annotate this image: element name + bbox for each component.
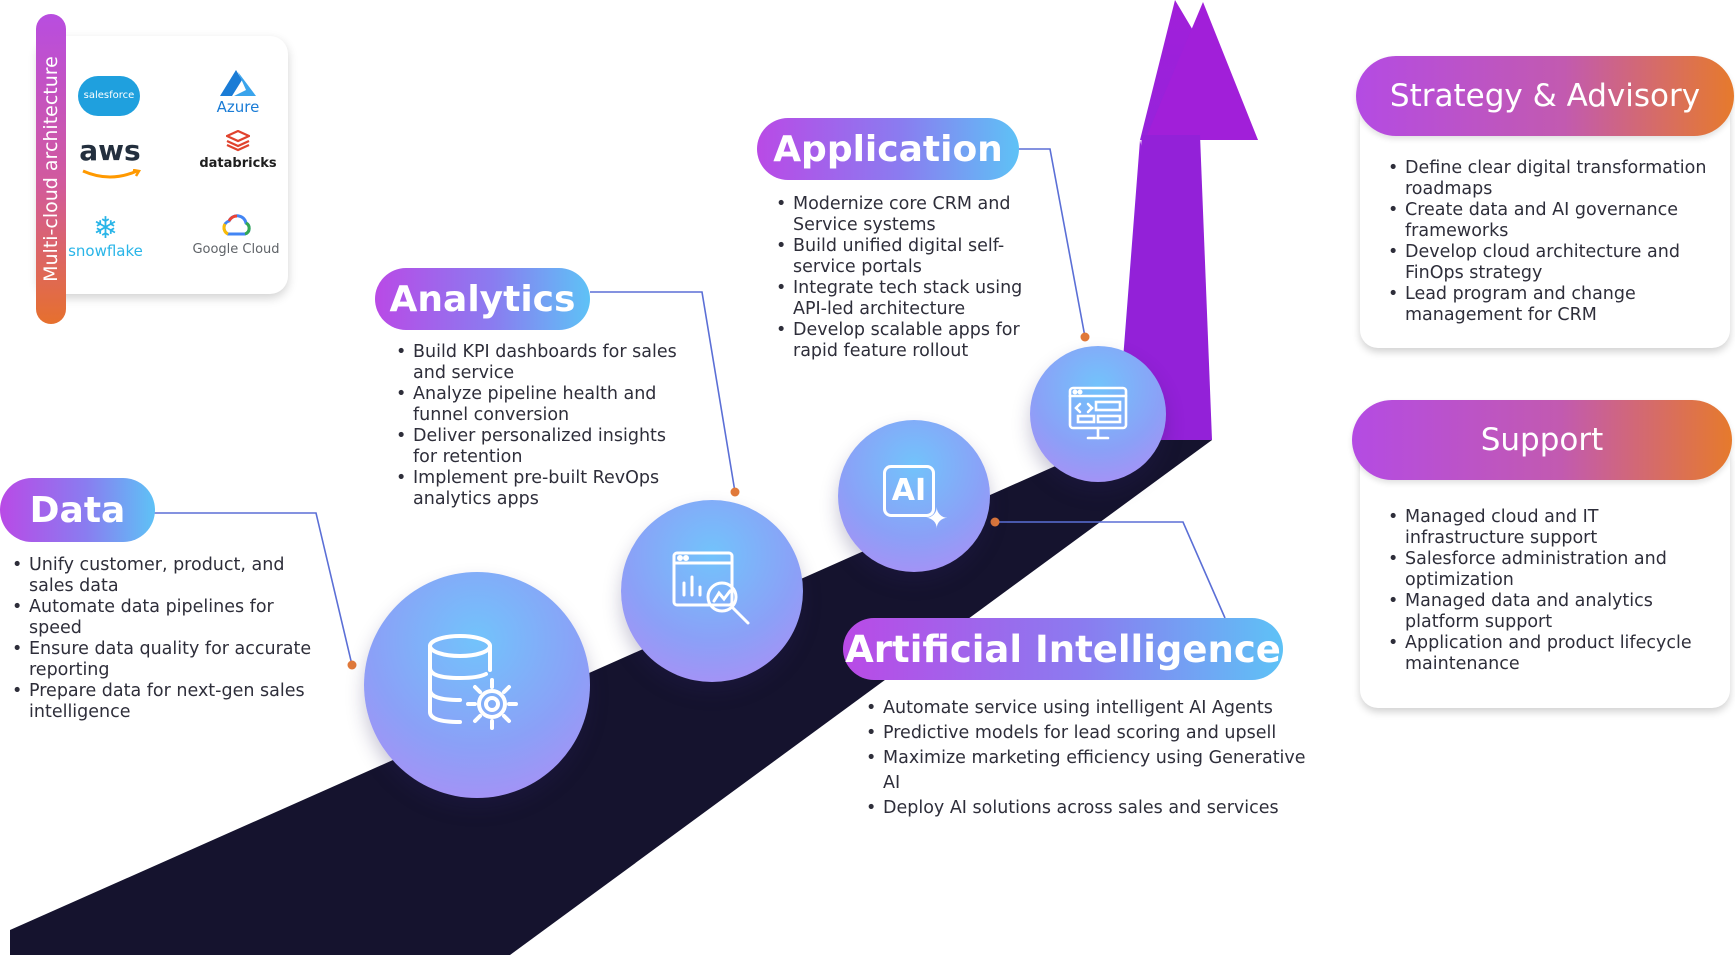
list-item: Unify customer, product, and sales data <box>12 555 312 597</box>
data-list: Unify customer, product, and sales data … <box>12 555 312 723</box>
list-item: Automate data pipelines for speed <box>12 597 312 639</box>
list-item: Deliver personalized insights for retent… <box>396 426 686 468</box>
azure-icon <box>220 70 256 96</box>
ai-sparkle-icon: AI ✦ <box>879 461 949 535</box>
salesforce-logo: salesforce <box>78 76 144 116</box>
list-item: Analyze pipeline health and funnel conve… <box>396 384 686 426</box>
application-pill: Application <box>757 118 1019 180</box>
analytics-magnifier-icon <box>672 551 750 625</box>
list-item: Integrate tech stack using API-led archi… <box>776 278 1056 320</box>
list-item: Deploy AI solutions across sales and ser… <box>866 796 1306 821</box>
application-circle <box>1030 346 1166 482</box>
snowflake-icon: ❄ <box>92 211 119 246</box>
connector-dots <box>347 332 1090 670</box>
aws-smile-icon <box>82 168 142 179</box>
list-item: Managed data and analytics platform supp… <box>1388 591 1718 633</box>
ai-circle: AI ✦ <box>838 420 990 572</box>
support-pill: Support <box>1352 400 1732 480</box>
google-cloud-logo: Google Cloud <box>181 212 291 264</box>
strategy-list: Define clear digital transformation road… <box>1388 158 1718 326</box>
list-item: Build KPI dashboards for sales and servi… <box>396 342 686 384</box>
snowflake-logo: ❄ snowflake <box>58 214 153 264</box>
aws-logo: aws <box>70 136 150 186</box>
list-item: Salesforce administration and optimizati… <box>1388 549 1718 591</box>
multi-cloud-tab <box>36 14 66 324</box>
strategy-pill: Strategy & Advisory <box>1356 56 1734 136</box>
multi-cloud-label: Multi-cloud architecture <box>40 56 62 282</box>
list-item: Define clear digital transformation road… <box>1388 158 1718 200</box>
growth-arrow-head <box>1145 2 1258 140</box>
google-cloud-icon <box>222 214 251 236</box>
list-item: Managed cloud and IT infrastructure supp… <box>1388 507 1718 549</box>
analytics-list: Build KPI dashboards for sales and servi… <box>396 342 686 510</box>
data-circle <box>364 572 590 798</box>
ai-list: Automate service using intelligent AI Ag… <box>866 696 1306 821</box>
list-item: Create data and AI governance frameworks <box>1388 200 1718 242</box>
list-item: Develop scalable apps for rapid feature … <box>776 320 1056 362</box>
list-item: Maximize marketing efficiency using Gene… <box>866 746 1306 796</box>
support-list: Managed cloud and IT infrastructure supp… <box>1388 507 1718 675</box>
list-item: Prepare data for next-gen sales intellig… <box>12 681 312 723</box>
list-item: Lead program and change management for C… <box>1388 284 1718 326</box>
multi-cloud-card: salesforce Azure aws databricks ❄ snowfl… <box>38 36 288 294</box>
list-item: Build unified digital self-service porta… <box>776 236 1056 278</box>
list-item: Automate service using intelligent AI Ag… <box>866 696 1306 721</box>
list-item: Modernize core CRM and Service systems <box>776 194 1056 236</box>
sparkle-icon: ✦ <box>925 502 949 535</box>
analytics-circle <box>621 500 803 682</box>
analytics-pill: Analytics <box>375 268 590 330</box>
code-monitor-icon <box>1068 386 1128 440</box>
list-item: Predictive models for lead scoring and u… <box>866 721 1306 746</box>
ai-pill: Artificial Intelligence <box>843 618 1283 680</box>
connector-lines <box>152 148 1226 666</box>
application-list: Modernize core CRM and Service systems B… <box>776 194 1056 362</box>
databricks-icon <box>224 129 252 152</box>
database-gear-icon <box>428 634 518 730</box>
data-pill: Data <box>0 478 155 542</box>
list-item: Develop cloud architecture and FinOps st… <box>1388 242 1718 284</box>
azure-logo: Azure <box>198 68 278 120</box>
databricks-logo: databricks <box>188 129 288 180</box>
list-item: Ensure data quality for accurate reporti… <box>12 639 312 681</box>
list-item: Application and product lifecycle mainte… <box>1388 633 1718 675</box>
list-item: Implement pre-built RevOps analytics app… <box>396 468 686 510</box>
